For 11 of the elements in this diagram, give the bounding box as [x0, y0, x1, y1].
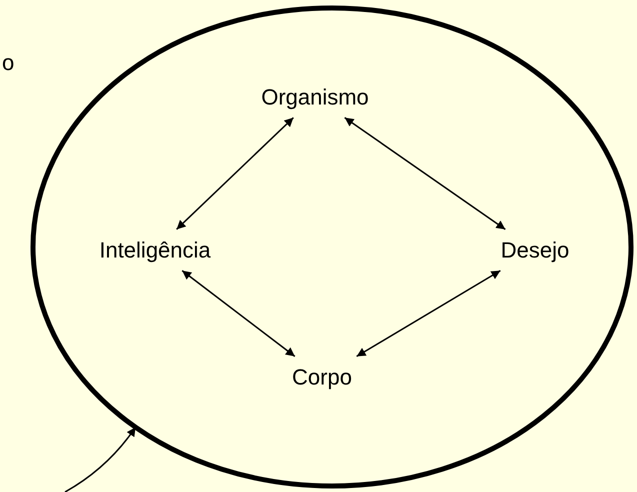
- ellipse-outline: [30, 5, 634, 489]
- node-label: Desejo: [500, 237, 570, 263]
- node-label: Corpo: [292, 364, 352, 390]
- double-arrow: [344, 117, 506, 230]
- double-arrow: [182, 270, 296, 357]
- double-arrow: [176, 117, 294, 230]
- text-fragment: o: [2, 50, 14, 76]
- node-label: Organismo: [261, 84, 369, 110]
- double-arrow: [356, 270, 501, 357]
- arrow: [64, 426, 136, 492]
- node-label: Inteligência: [99, 237, 211, 263]
